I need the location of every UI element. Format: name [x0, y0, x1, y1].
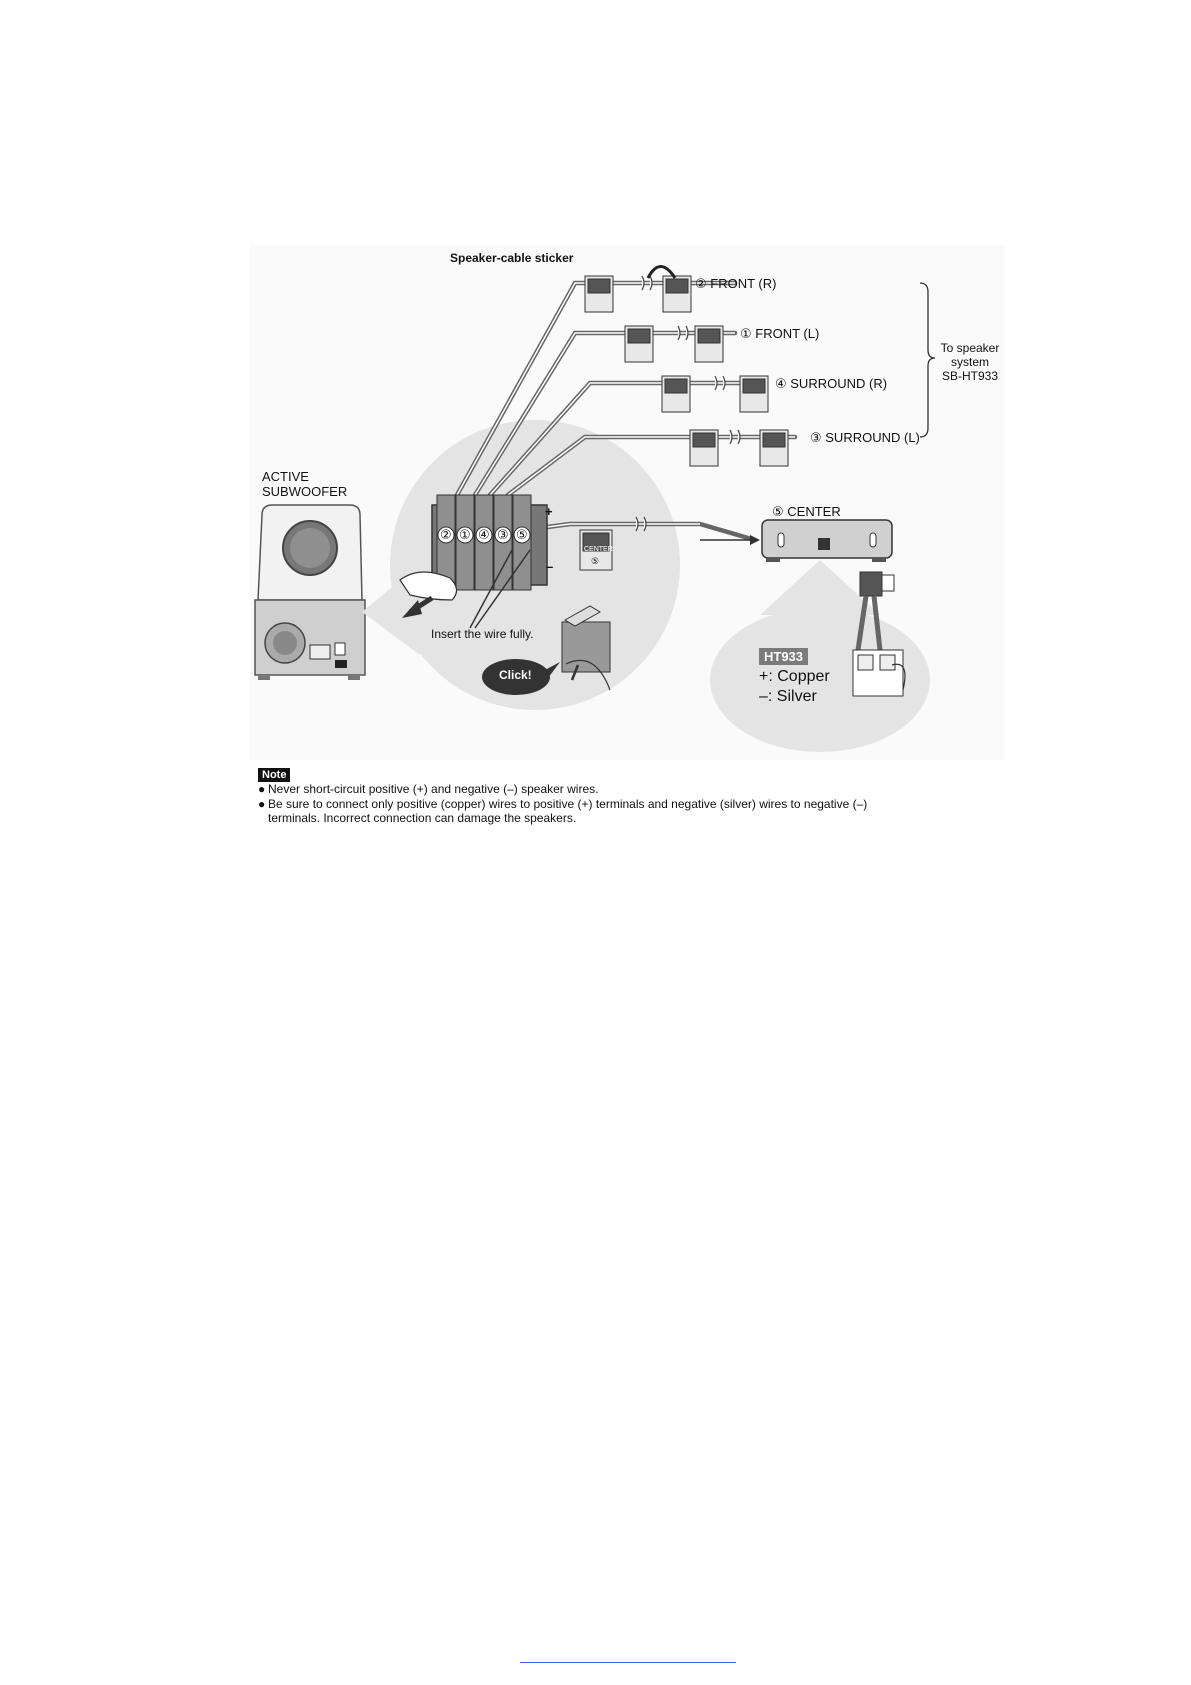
footer-link[interactable]: [520, 1662, 736, 1663]
to-speaker-line3: SB-HT933: [941, 368, 999, 383]
surround-l-label: ③ SURROUND (L): [810, 430, 920, 445]
insert-wire-pointers: [469, 549, 531, 629]
front-l-label: ① FRONT (L): [740, 326, 820, 341]
center-sticker-number: ⑤: [591, 556, 600, 566]
center-arrow: [700, 535, 760, 545]
insert-wire-label: Insert the wire fully.: [431, 627, 534, 641]
active-subwoofer-line1: ACTIVE: [262, 469, 309, 484]
silver-label: –: Silver: [759, 688, 817, 705]
minus-terminal-label: –: [546, 559, 554, 574]
terminal-number-5: ⑤: [516, 527, 528, 542]
front-r-label: ② FRONT (R): [695, 276, 777, 291]
note-bullet: ●: [258, 797, 266, 811]
center-sticker-text: CENTER: [584, 546, 613, 554]
small-terminal-inset: [561, 605, 611, 691]
cable-stickers: [579, 275, 789, 571]
plus-terminal-label: +: [545, 504, 553, 519]
subwoofer-unit: [254, 504, 366, 680]
terminal-number-2: ②: [440, 527, 452, 542]
note-bullet: ●: [258, 782, 266, 796]
to-speaker-system-label: To speaker system SB-HT933: [935, 341, 1005, 383]
ht933-badge: HT933: [759, 648, 809, 665]
note-text-3: terminals. Incorrect connection can dama…: [268, 811, 577, 825]
note-line-3: terminals. Incorrect connection can dama…: [268, 811, 576, 825]
active-subwoofer-line2: SUBWOOFER: [262, 483, 348, 499]
to-speaker-line1: To speaker: [940, 341, 1000, 355]
sticker-label: Speaker-cable sticker: [450, 251, 574, 265]
note-line-2: ●Be sure to connect only positive (coppe…: [258, 797, 867, 811]
terminal-block: [431, 494, 548, 591]
click-bubble: [482, 659, 550, 695]
center-terminal-zoom-circle: [710, 608, 930, 752]
terminal-number-3: ③: [497, 527, 509, 542]
hand-illustration: [399, 571, 458, 601]
terminal-number-1: ①: [459, 527, 471, 542]
speaker-system-bracket: [919, 282, 936, 438]
center-label: ⑤ CENTER: [772, 504, 841, 519]
note-text-1: Never short-circuit positive (+) and neg…: [268, 782, 599, 796]
center-speaker: [761, 519, 893, 562]
note-text-2: Be sure to connect only positive (copper…: [268, 797, 868, 811]
to-speaker-line2: system: [950, 354, 989, 369]
center-plug: [852, 571, 906, 697]
center-sticker-line: CENTER: [584, 546, 613, 553]
terminal-number-4: ④: [478, 527, 490, 542]
cable-break-marks: [635, 275, 741, 532]
center-zoom-connector: [760, 560, 880, 615]
surround-r-label: ④ SURROUND (R): [775, 376, 888, 391]
copper-label: +: Copper: [759, 668, 830, 685]
note-line-1: ●Never short-circuit positive (+) and ne…: [258, 782, 598, 796]
click-label: Click!: [499, 668, 532, 682]
active-subwoofer-label: ACTIVE SUBWOOFER: [262, 469, 348, 500]
note-heading: Note: [258, 768, 291, 783]
sticker-fold-arrow: [646, 265, 677, 279]
